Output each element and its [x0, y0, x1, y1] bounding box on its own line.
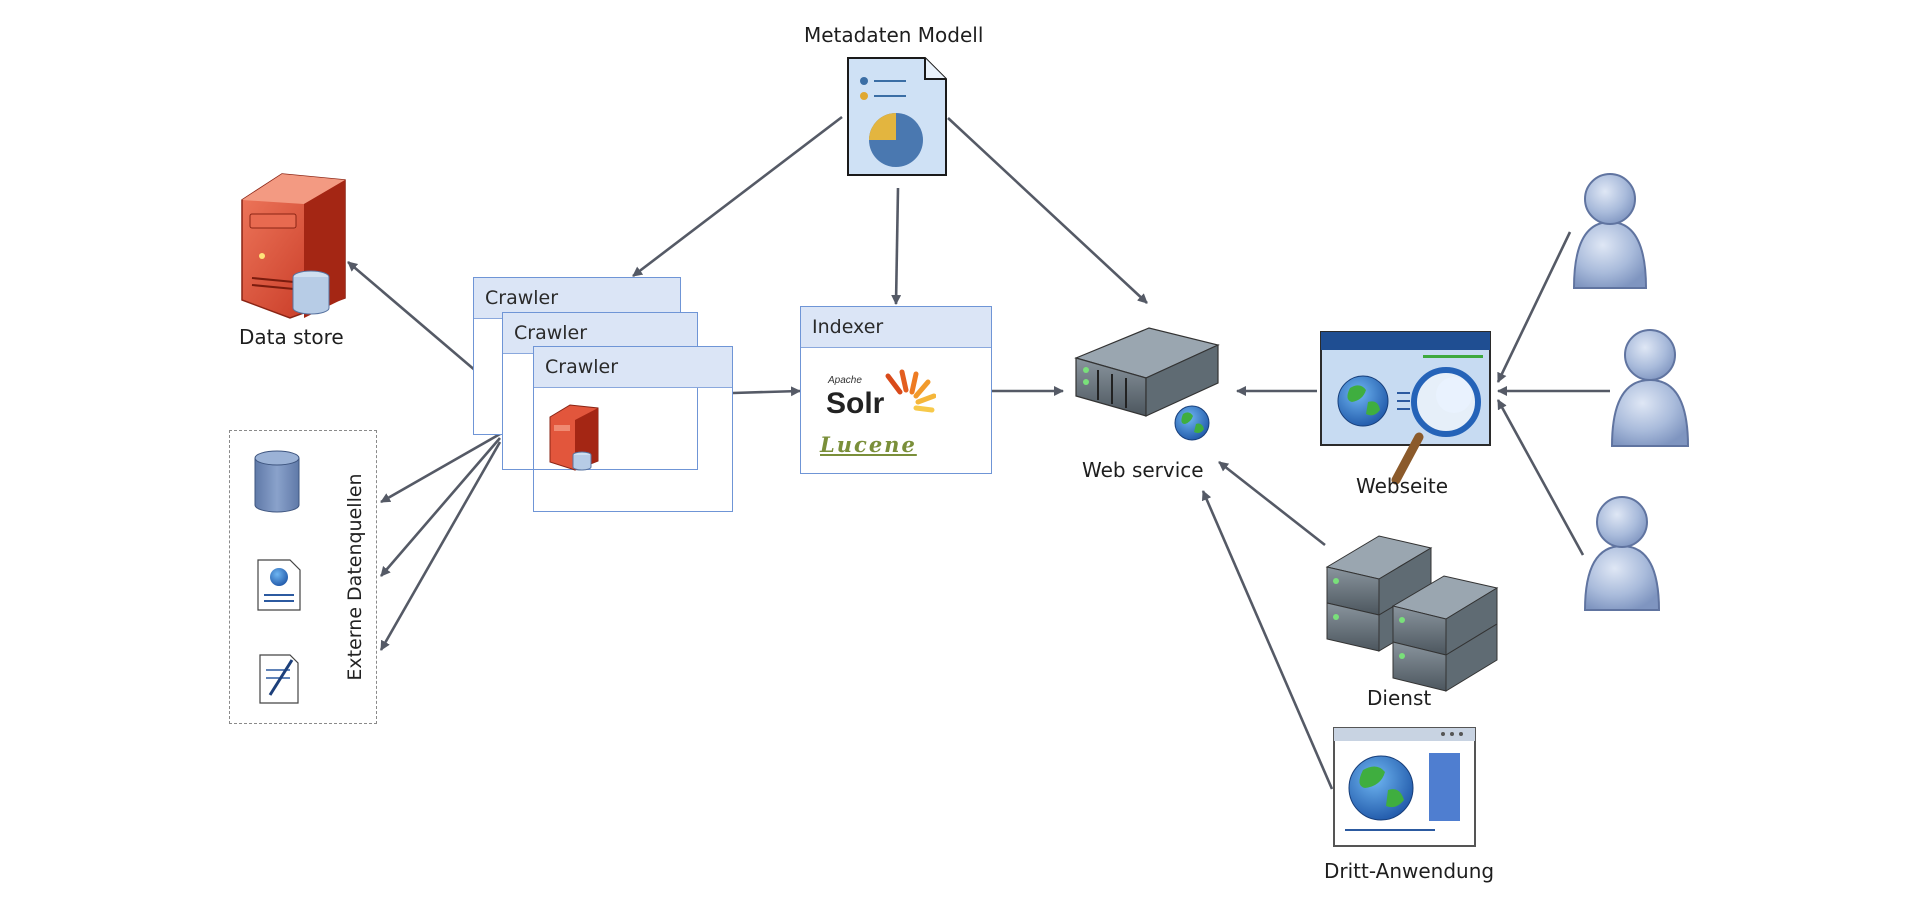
web-document-icon — [257, 559, 301, 611]
arrow-crawler-to-ext-db — [380, 432, 501, 504]
metadata-model-label: Metadaten Modell — [804, 23, 984, 47]
service-label: Dienst — [1367, 686, 1432, 710]
arrow-user3-to-website — [1496, 399, 1585, 556]
edit-document-icon — [259, 654, 299, 704]
arrow-crawler-to-datastore — [347, 261, 491, 384]
arrow-user1-to-website — [1496, 231, 1572, 383]
arrow-metadata-to-webservice — [947, 117, 1148, 304]
arrow-crawler-to-ext-web — [380, 437, 501, 577]
arrow-metadata-to-crawler — [632, 115, 843, 278]
report-document-icon — [847, 57, 947, 176]
arrow-crawler-to-ext-doc — [379, 441, 502, 651]
user-icon — [1610, 329, 1690, 447]
arrow-metadata-to-indexer — [891, 187, 902, 305]
arrow-thirdparty-to-webservice — [1201, 490, 1334, 790]
crawler-panel-header: Crawler — [534, 347, 732, 388]
server-database-icon — [241, 173, 346, 319]
web-service-label: Web service — [1082, 458, 1204, 482]
crawler-panel-middle: Crawler — [502, 312, 698, 470]
arrow-crawler-to-indexer — [732, 386, 801, 397]
crawler-panel-front: Crawler — [533, 346, 733, 512]
solr-logo: Apache Solr — [826, 369, 936, 420]
application-window-icon — [1333, 727, 1476, 847]
website-label: Webseite — [1356, 474, 1449, 498]
external-sources-label: Externe Datenquellen — [344, 473, 366, 681]
solr-text: Solr — [826, 387, 885, 420]
user-icon — [1583, 496, 1661, 611]
solr-apache-text: Apache — [827, 375, 862, 386]
lucene-logo: Lucene — [820, 432, 917, 457]
arrow-service-to-webservice — [1218, 460, 1326, 547]
spacer — [0, 0, 1, 1]
user-icon — [1572, 173, 1648, 289]
web-server-icon — [1074, 327, 1220, 441]
server-cluster-icon — [1325, 535, 1499, 692]
connector-arrows — [347, 115, 1610, 790]
third-party-app-label: Dritt-Anwendung — [1324, 859, 1495, 883]
data-store-label: Data store — [239, 325, 344, 349]
database-icon — [254, 450, 300, 513]
external-sources-box — [229, 430, 377, 724]
indexer-panel-header: Indexer — [801, 307, 991, 348]
web-search-icon — [1320, 331, 1491, 485]
solr-sunburst-icon — [885, 369, 936, 413]
